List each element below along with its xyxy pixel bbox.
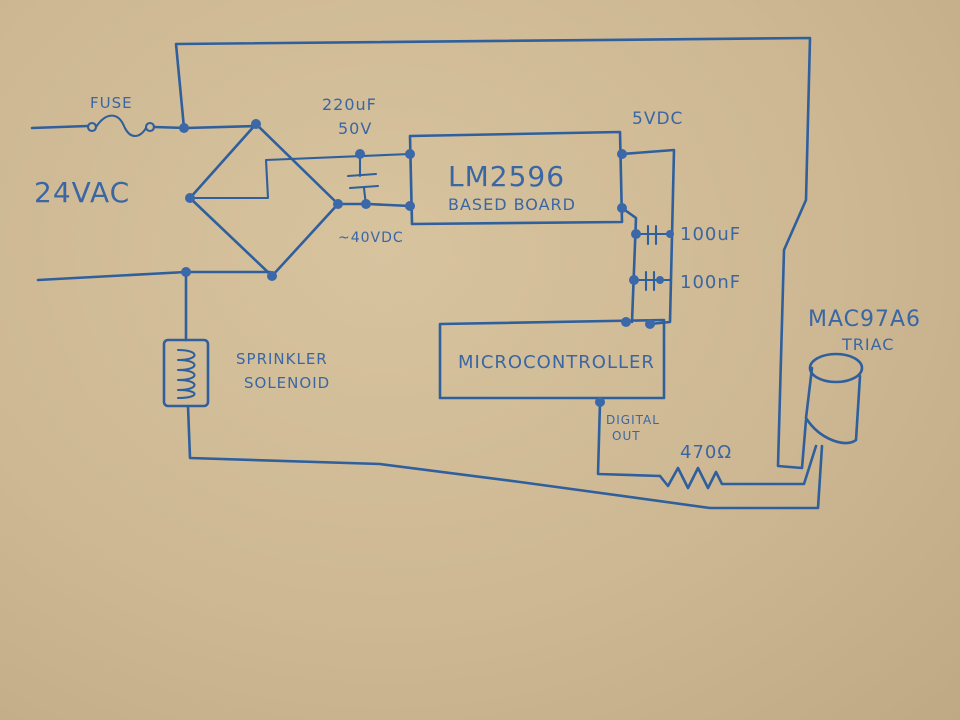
triac-type-label: TRIAC xyxy=(841,335,894,354)
cap1-label: 100uF xyxy=(680,224,741,245)
sprinkler-solenoid xyxy=(162,270,824,510)
triac-part-label: MAC97A6 xyxy=(808,307,921,332)
resistor-470-symbol xyxy=(658,444,818,490)
ac-input-line-bottom xyxy=(36,270,272,282)
digital-out-label-2: OUT xyxy=(612,429,641,443)
regulator-title: LM2596 xyxy=(448,160,565,193)
lm2596-board-outline xyxy=(408,130,624,226)
triac-mac97a6 xyxy=(804,352,864,445)
output-voltage-label: 5VDC xyxy=(632,109,683,129)
solenoid-label-1: SPRINKLER xyxy=(236,350,328,368)
output-rails xyxy=(620,148,676,326)
solenoid-label-2: SOLENOID xyxy=(244,374,330,392)
fuse-label: FUSE xyxy=(90,94,133,112)
fuse-symbol xyxy=(86,114,260,138)
junction-dots xyxy=(179,119,674,407)
digital-out-label-1: DIGITAL xyxy=(606,413,660,427)
bridge-rectifier xyxy=(188,122,412,278)
filter-capacitor-220uf xyxy=(336,152,412,208)
cap-value-label: 220uF xyxy=(322,95,377,114)
triac-top-wire xyxy=(174,36,812,470)
dc-voltage-label: ~40VDC xyxy=(338,230,404,246)
microcontroller-label: MICROCONTROLLER xyxy=(458,352,655,373)
ac-input-line-top xyxy=(30,124,90,130)
cap2-label: 100nF xyxy=(680,272,741,293)
digital-out-wire xyxy=(596,400,662,478)
resistor-label: 470Ω xyxy=(680,442,732,463)
input-voltage-label: 24VAC xyxy=(34,176,130,209)
cap-voltage-label: 50V xyxy=(338,119,372,138)
microcontroller-outline xyxy=(438,318,666,400)
regulator-subtitle: BASED BOARD xyxy=(448,195,576,214)
